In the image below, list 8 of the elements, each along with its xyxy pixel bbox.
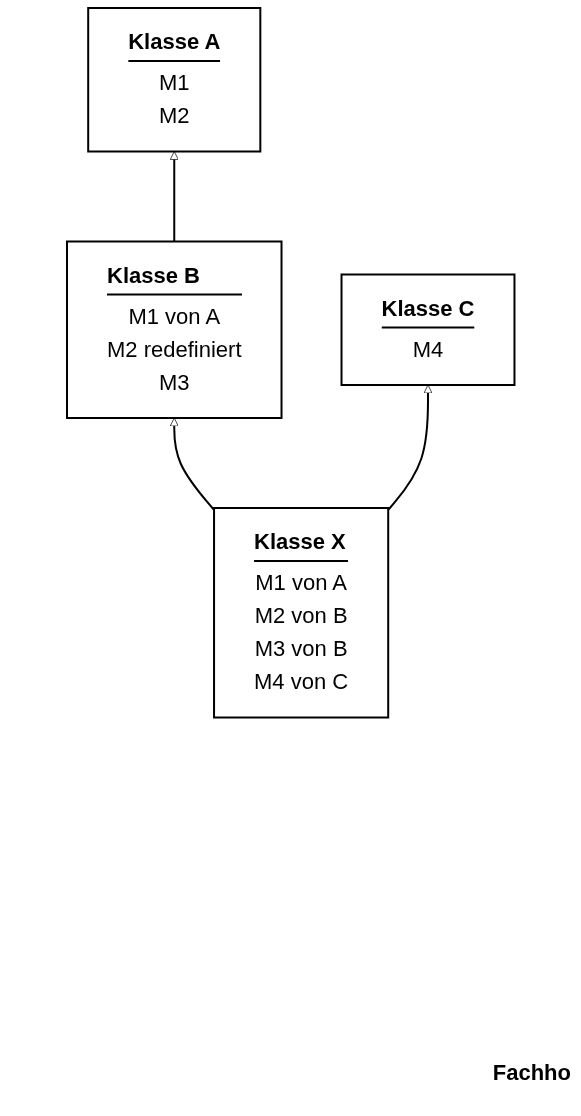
arrow: [386, 384, 433, 511]
arrow: [169, 417, 215, 511]
footer-text: Fachho: [491, 1060, 571, 1086]
arrow: [169, 151, 179, 243]
node-box: Klasse A M1 M2: [86, 7, 262, 153]
node-box: Klasse C M4: [340, 273, 516, 386]
node-box: Klasse X M1 von A M2 von B M3 von B M4 von C: [212, 507, 389, 719]
node-box: Klasse B M1 von A M2 redefiniert M3: [65, 240, 283, 419]
